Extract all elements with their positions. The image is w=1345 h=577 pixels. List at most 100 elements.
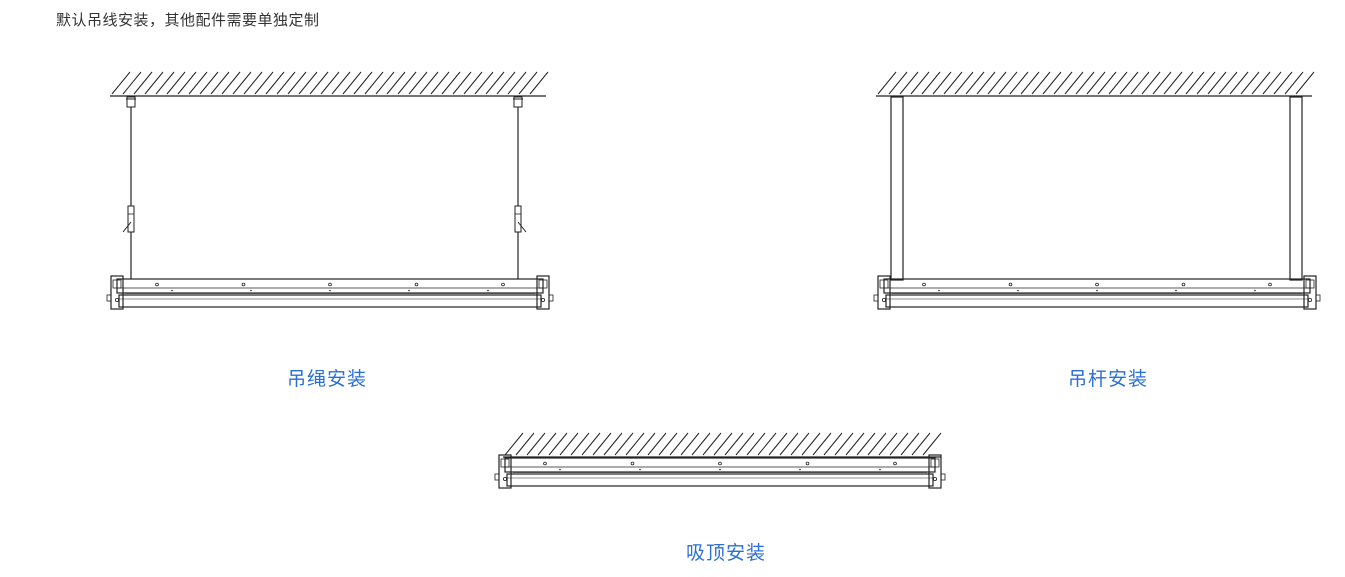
ceiling-hatch [954,71,974,95]
ceiling-hatch [1196,71,1216,95]
ceiling-hatch [232,71,252,95]
ceiling-hatch [177,71,197,95]
ceiling-hatch [1141,71,1161,95]
end-cap-screw [502,476,507,481]
ceiling-hatch [375,71,395,95]
ceiling-hatch [265,71,285,95]
ceiling-hatch [570,432,590,456]
ceiling-hatch [155,71,175,95]
ceiling-hatch [474,71,494,95]
ceiling-hatch [144,71,164,95]
ceiling-hatch [779,432,799,456]
wire-suspension-figure [106,71,554,310]
ceiling-hatch [1075,71,1095,95]
end-cap-tab [1315,294,1321,302]
fixture-mark [1175,289,1177,292]
fixture-screw [1095,282,1099,287]
ceiling-hatch [504,432,524,456]
fixture-mark [329,289,331,292]
ceiling-hatch [548,432,568,456]
ceiling-hatch [452,71,472,95]
ceiling-hatch [397,71,417,95]
ceiling-hatch [441,71,461,95]
ceiling-hatch [331,71,351,95]
ceiling-hatch [276,71,296,95]
ceiling-hatch [364,71,384,95]
fixture-mark [171,289,173,292]
suspension-wire-right [513,96,527,279]
ceiling-hatch [669,432,689,456]
ceiling-hatch [1295,71,1315,95]
end-cap-tab [548,294,554,302]
fixture-mark [408,289,410,292]
fixture-upper-body [504,457,936,473]
ceiling-hatch [1240,71,1260,95]
ceiling-hatch [625,432,645,456]
fixture-screw [630,461,635,466]
ceiling-hatch [757,432,777,456]
ceiling-hatch [658,432,678,456]
ceiling-hatch [1152,71,1172,95]
ceiling-hatch [878,432,898,456]
linear-light-fixture [494,454,946,489]
installation-note: 默认吊线安装，其他配件需要单独定制 [56,11,320,29]
ceiling-hatch [507,71,527,95]
end-cap-tab [106,294,112,302]
ceiling-hatch [911,432,931,456]
ceiling-hatch [921,71,941,95]
suspension-rod-right [1289,96,1303,281]
end-cap-body [498,454,512,489]
ceiling-hatch [254,71,274,95]
ceiling-hatch [867,432,887,456]
fixture-screw [1008,282,1013,287]
ceiling-hatch [735,432,755,456]
ceiling-hatch [592,432,612,456]
end-cap-clip [879,279,889,289]
ceiling-hatch [965,71,985,95]
ceiling-hatch [1229,71,1249,95]
ceiling-hatch [166,71,186,95]
ceiling-hatch [320,71,340,95]
ceiling-hatch [419,71,439,95]
ceiling-hatch [746,432,766,456]
end-cap-body [1303,275,1317,310]
ceiling-hatch [496,71,516,95]
end-cap-clip [112,279,122,289]
ceiling-hatch [900,432,920,456]
fixture-screw [155,282,159,287]
fixture-mark [559,468,561,471]
ceiling-hatch [1207,71,1227,95]
fixture-screw [922,282,926,287]
ceiling [503,432,942,458]
ceiling-hatch [812,432,832,456]
ceiling-hatch [537,432,557,456]
ceiling-hatch [298,71,318,95]
gripper-lever [517,221,527,233]
ceiling-hatch [614,432,634,456]
end-cap-screw [882,297,887,302]
ceiling-hatch [910,71,930,95]
fixture-mark [487,289,489,292]
fixture-screw [241,282,246,287]
ceiling-hatch [1108,71,1128,95]
ceiling-hatch [111,71,131,95]
fixture-upper-body [883,278,1311,294]
end-cap-screw [541,297,546,302]
ceiling-hatch [526,432,546,456]
end-cap-body [110,275,124,310]
end-cap-clip [930,458,940,468]
ceiling-hatch [768,432,788,456]
fixture-screw [328,282,332,287]
fixture-screw [414,282,419,287]
ceiling-hatch [243,71,263,95]
ceiling-hatch [922,432,942,456]
end-cap-right [928,454,946,489]
ceiling-hatch [1086,71,1106,95]
ceiling-hatch [801,432,821,456]
fixture-screw [893,461,897,466]
ceiling-hatch [221,71,241,95]
fixture-upper-body [116,278,544,294]
end-cap-right [1303,275,1321,310]
ceiling-hatch [845,432,865,456]
